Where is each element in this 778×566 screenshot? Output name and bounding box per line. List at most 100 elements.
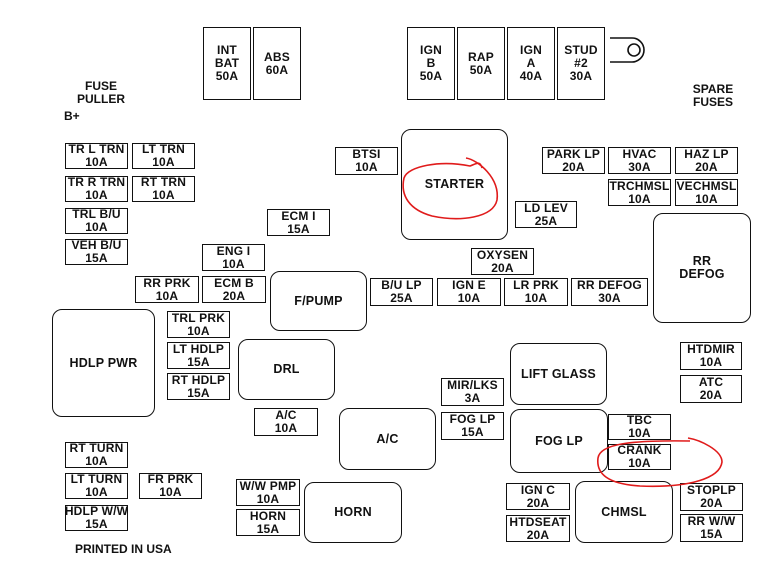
- rt-hdlp-line-1: 15A: [187, 385, 210, 400]
- crank-line-1: 10A: [628, 456, 651, 470]
- rr-defog-line-0: RR: [692, 254, 712, 268]
- lr-prk-line-0: LR PRK: [513, 278, 559, 292]
- stud-2-line-0: STUD: [564, 43, 598, 57]
- fog-lp-fuse-line-0: FOG LP: [449, 412, 496, 426]
- oxysen-line-1: 20A: [491, 260, 514, 275]
- oxysen-line-0: OXYSEN: [476, 247, 529, 262]
- lt-trn-line-1: 10A: [152, 155, 175, 169]
- trl-prk-line-1: 10A: [187, 323, 210, 338]
- trl-bu-line-0: TRL B/U: [72, 207, 121, 221]
- int-bat-line-2: 50A: [215, 69, 239, 83]
- htdseat-line-1: 20A: [526, 527, 550, 542]
- ign-e-line-0: IGN E: [452, 278, 486, 292]
- rt-turn-line-1: 10A: [85, 454, 108, 468]
- ign-b-line-0: IGN: [420, 43, 442, 57]
- drl-line-0: DRL: [273, 362, 300, 376]
- hdlp-ww-line-1: 15A: [85, 517, 108, 531]
- vechmsl-line-0: VECHMSL: [676, 178, 737, 193]
- horn-fuse-line-1: 15A: [256, 521, 280, 536]
- vechmsl-line-1: 10A: [695, 191, 718, 206]
- bu-lp-line-1: 25A: [390, 291, 413, 305]
- ign-a-line-0: IGN: [520, 43, 542, 57]
- haz-lp-line-1: 20A: [695, 159, 718, 174]
- rr-defog-fuse-line-1: 30A: [598, 291, 621, 305]
- lt-hdlp-line-0: LT HDLP: [172, 341, 225, 356]
- stud-2-line-1: #2: [574, 56, 588, 70]
- fog-lp-relay-line-0: FOG LP: [535, 433, 583, 448]
- trchmsl-line-0: TRCHMSL: [609, 178, 670, 193]
- abs-line-1: 60A: [265, 62, 289, 77]
- int-bat-line-0: INT: [217, 43, 237, 57]
- fuse-puller-label: FUSE PULLER: [77, 79, 125, 106]
- mir-lks-line-1: 3A: [464, 391, 481, 405]
- ign-b-line-1: B: [426, 56, 436, 70]
- ww-pmp-line-1: 10A: [256, 491, 280, 506]
- park-lp-line-0: PARK LP: [546, 146, 601, 161]
- ld-lev-line-0: LD LEV: [524, 200, 568, 215]
- eng-i-line-0: ENG I: [216, 243, 251, 258]
- hvac-line-0: HVAC: [622, 146, 657, 161]
- tr-r-trn-line-0: TR R TRN: [67, 175, 126, 189]
- ign-e-line-1: 10A: [457, 291, 481, 305]
- lift-glass-line-0: LIFT GLASS: [521, 366, 596, 381]
- b-plus-label: B+: [64, 109, 80, 123]
- ecm-b-line-1: 20A: [222, 288, 246, 303]
- starter-line-0: STARTER: [424, 177, 485, 191]
- hdlp-ww-line-0: HDLP W/W: [64, 504, 129, 518]
- rr-defog-line-1: DEFOG: [679, 267, 725, 281]
- lt-turn-line-0: LT TURN: [70, 472, 123, 486]
- fr-prk-line-1: 10A: [159, 485, 182, 499]
- rt-turn-line-0: RT TURN: [69, 441, 124, 455]
- rr-ww-line-0: RR W/W: [687, 514, 736, 528]
- drl-relay: DRL: [238, 339, 335, 400]
- bu-lp-line-0: B/U LP: [381, 278, 422, 292]
- rap-line-0: RAP: [468, 49, 494, 64]
- fog-lp-relay-relay: FOG LP: [510, 409, 608, 473]
- rr-defog-fuse-line-0: RR DEFOG: [577, 278, 642, 292]
- ac-relay-relay: A/C: [339, 408, 436, 470]
- rt-trn-line-1: 10A: [152, 188, 175, 202]
- hdlp-pwr-line-0: HDLP PWR: [69, 355, 138, 370]
- ign-a-line-2: 40A: [519, 69, 543, 83]
- veh-bu-line-1: 15A: [85, 251, 108, 265]
- lt-turn-line-1: 10A: [85, 485, 108, 499]
- tbc-line-1: 10A: [628, 426, 651, 440]
- rr-prk-line-1: 10A: [155, 288, 179, 303]
- mir-lks-line-0: MIR/LKS: [447, 378, 498, 392]
- hvac-line-1: 30A: [628, 159, 651, 174]
- fog-lp-fuse-line-1: 15A: [461, 425, 484, 439]
- stud-terminal-icon: [610, 37, 645, 63]
- horn-fuse-line-0: HORN: [249, 508, 287, 523]
- ac-fuse-line-0: A/C: [275, 408, 297, 422]
